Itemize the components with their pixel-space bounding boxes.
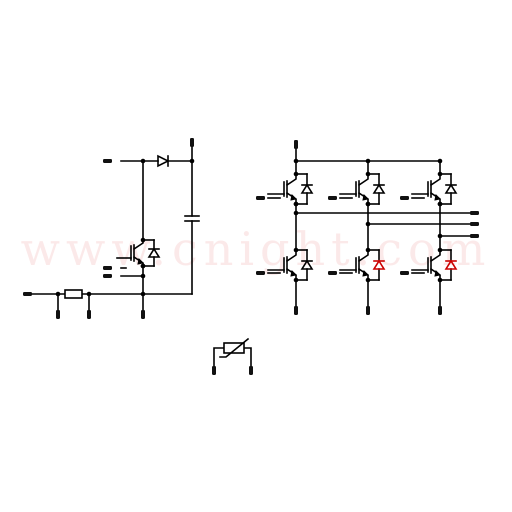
emitter-arrow [434, 269, 442, 277]
terminal-pin [328, 271, 337, 275]
diode-triangle [147, 247, 161, 258]
brake-chopper [116, 239, 161, 277]
lower-igbt [411, 249, 458, 281]
junction-dot [293, 247, 299, 253]
junction-dot [86, 291, 92, 297]
terminal-pin [470, 234, 479, 238]
terminal-pin [294, 140, 298, 149]
terminal-pin [249, 366, 253, 375]
terminal-pin [256, 271, 265, 275]
terminal-pin [400, 271, 409, 275]
diode-symbol [444, 183, 458, 194]
terminal-pin [294, 306, 298, 315]
junction-dot [293, 277, 299, 283]
junction-dot [140, 237, 146, 243]
junction-dot [437, 171, 443, 177]
terminal-pin [87, 310, 91, 319]
junction-dot [437, 277, 443, 283]
diode-triangle [444, 259, 458, 270]
junction-dot [365, 171, 371, 177]
upper-igbt [339, 173, 386, 205]
diode-symbol [300, 259, 314, 270]
terminals [23, 138, 479, 375]
terminal-pin [328, 196, 337, 200]
junction-dot [293, 210, 299, 216]
diode-symbol [300, 183, 314, 194]
terminal-pin [470, 211, 479, 215]
emitter-arrow [362, 269, 370, 277]
junction-dot [437, 158, 443, 164]
phase-leg-2 [339, 160, 386, 307]
diode-triangle [444, 183, 458, 194]
shunt-resistor [64, 289, 83, 299]
diode-symbol [444, 259, 458, 270]
ntc-body [223, 342, 245, 354]
ntc-lead-left [213, 347, 225, 367]
junctions [55, 158, 443, 297]
wires [31, 146, 471, 311]
junction-dot [293, 158, 299, 164]
resistor-body [64, 289, 83, 299]
junction-dot [55, 291, 61, 297]
emitter-arrow [434, 193, 442, 201]
upper-igbt [267, 173, 314, 205]
emitter-arrow [290, 193, 298, 201]
phase-leg-3 [411, 160, 458, 307]
lower-igbt [339, 249, 386, 281]
junction-dot [365, 247, 371, 253]
terminal-pin [103, 159, 112, 163]
ntc-lead-right [243, 347, 252, 367]
junction-dot [140, 291, 146, 297]
junction-dot [365, 158, 371, 164]
emitter-arrow [290, 269, 298, 277]
terminal-pin [400, 196, 409, 200]
diode-symbol [372, 183, 386, 194]
terminal-pin [103, 274, 112, 278]
terminal-pin [103, 266, 112, 270]
diode-triangle [300, 259, 314, 270]
emitter-arrow [362, 193, 370, 201]
diode-triangle [300, 183, 314, 194]
junction-dot [437, 233, 443, 239]
junction-dot [140, 263, 146, 269]
diode-symbol [147, 247, 161, 258]
terminal-pin [256, 196, 265, 200]
terminal-pin [56, 310, 60, 319]
junction-dot [437, 201, 443, 207]
freewheel-diode [157, 154, 170, 168]
terminal-pin [23, 292, 32, 296]
terminal-pin [438, 306, 442, 315]
diode-symbol [372, 259, 386, 270]
upper-igbt [411, 173, 458, 205]
junction-dot [189, 158, 195, 164]
diode-triangle [372, 259, 386, 270]
junction-dot [365, 277, 371, 283]
lower-igbt [267, 249, 314, 281]
diode-triangle [372, 183, 386, 194]
junction-dot [437, 247, 443, 253]
junction-dot [293, 171, 299, 177]
diode-triangle [157, 154, 170, 168]
components [64, 154, 458, 367]
dc-link-capacitor [184, 215, 200, 222]
phase-leg-1 [267, 160, 314, 307]
terminal-pin [470, 222, 479, 226]
terminal-pin [190, 138, 194, 147]
junction-dot [140, 158, 146, 164]
ntc-slash [219, 337, 250, 358]
terminal-pin [212, 366, 216, 375]
terminal-pin [141, 310, 145, 319]
ntc-thermistor [213, 337, 252, 367]
terminal-pin [366, 306, 370, 315]
emitter-arrow [137, 257, 145, 265]
junction-dot [365, 201, 371, 207]
junction-dot [140, 273, 146, 279]
brake-chopper-igbt [116, 239, 161, 267]
junction-dot [365, 221, 371, 227]
junction-dot [293, 201, 299, 207]
